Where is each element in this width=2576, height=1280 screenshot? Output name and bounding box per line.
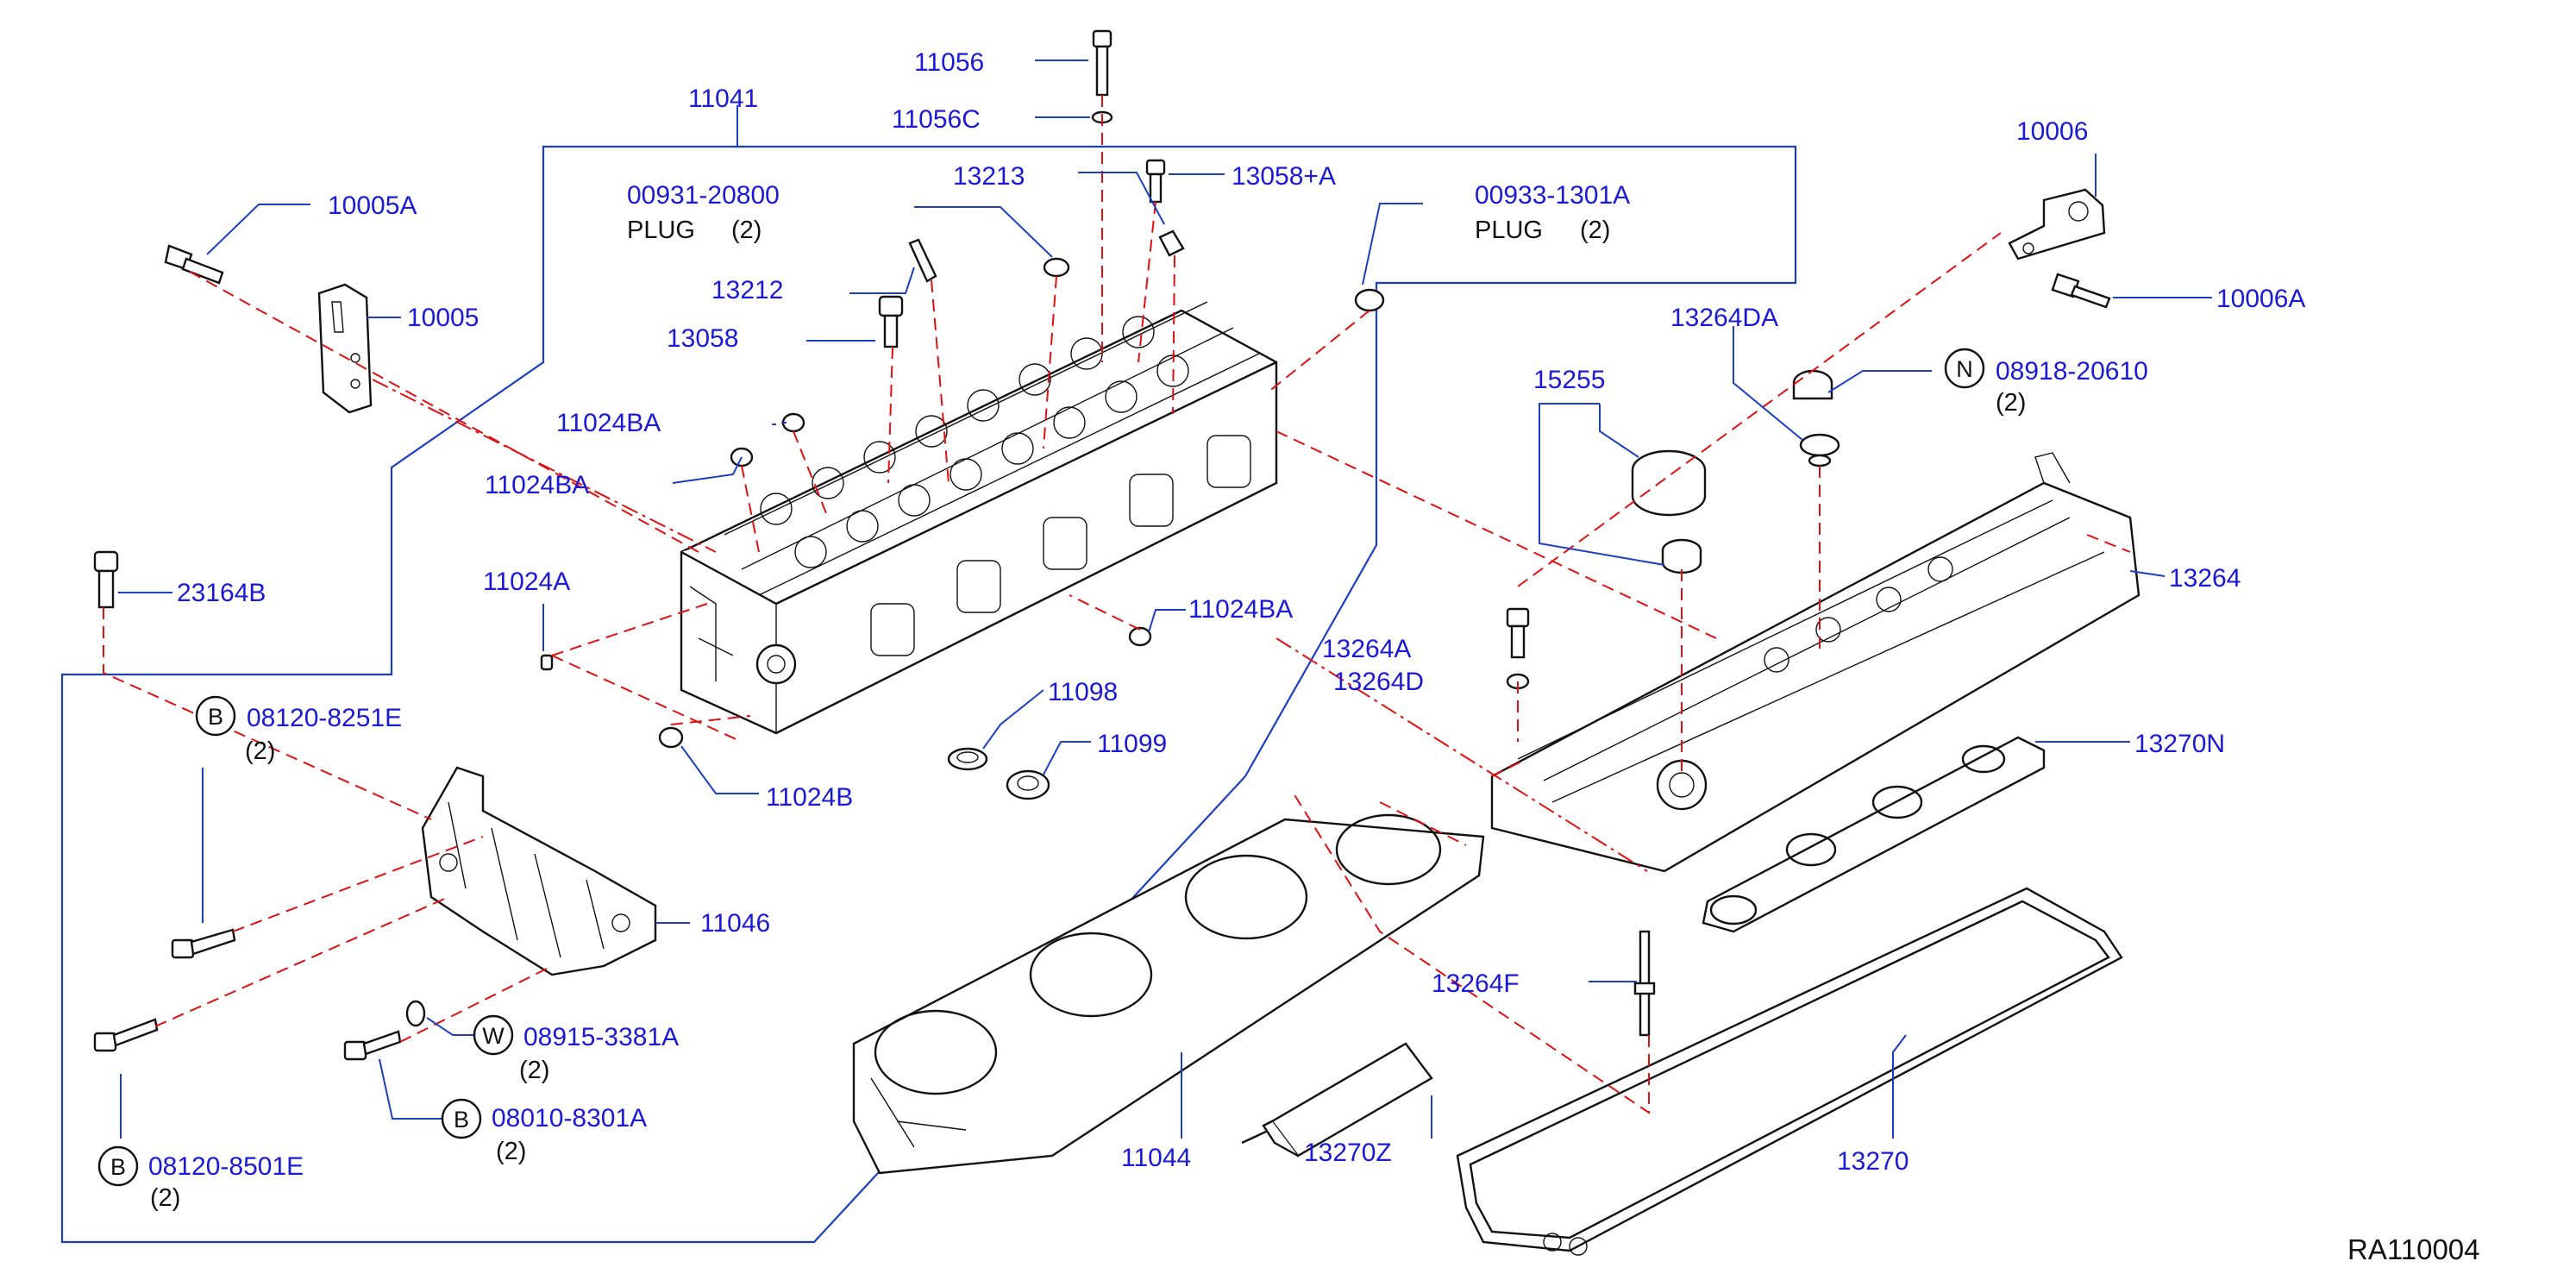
note-plug-00931: PLUG bbox=[627, 216, 695, 244]
bolt-13264A[interactable] bbox=[1506, 607, 1530, 659]
diagram-code: RA110004 bbox=[2347, 1233, 2480, 1265]
label-08120-8501e[interactable]: 08120-8501E bbox=[148, 1152, 304, 1181]
cylinder-head-assembly-frame bbox=[60, 145, 1797, 1244]
seal-11098[interactable] bbox=[947, 747, 988, 771]
assembly-lines bbox=[103, 95, 2131, 1114]
bolt-10006A[interactable] bbox=[2051, 273, 2111, 309]
label-13264f[interactable]: 13264F bbox=[1432, 969, 1520, 998]
label-13264d[interactable]: 13264D bbox=[1333, 668, 1424, 696]
label-08915-3381a[interactable]: 08915-3381A bbox=[523, 1023, 679, 1051]
label-11098[interactable]: 11098 bbox=[1048, 678, 1118, 706]
plug-00931[interactable] bbox=[1043, 257, 1070, 278]
label-13270[interactable]: 13270 bbox=[1837, 1147, 1908, 1176]
symbol-n-08918: N bbox=[1956, 356, 1973, 382]
qty-08918: (2) bbox=[1996, 389, 2026, 417]
grommet-13264DA[interactable] bbox=[1799, 433, 1840, 467]
bolt-13058[interactable] bbox=[878, 295, 904, 348]
label-11044[interactable]: 11044 bbox=[1121, 1144, 1191, 1172]
label-23164b[interactable]: 23164B bbox=[177, 579, 266, 607]
dowel-11024B[interactable] bbox=[658, 726, 684, 749]
dowel-11024BA-c[interactable] bbox=[1128, 626, 1152, 647]
label-08918-20610[interactable]: 08918-20610 bbox=[1996, 357, 2148, 386]
label-10006[interactable]: 10006 bbox=[2016, 117, 2088, 146]
qty-08915: (2) bbox=[519, 1057, 549, 1084]
engine-bracket-10005[interactable] bbox=[317, 283, 373, 414]
label-15255[interactable]: 15255 bbox=[1533, 366, 1605, 394]
note-plug-00933: PLUG bbox=[1475, 216, 1543, 244]
label-13264da[interactable]: 13264DA bbox=[1670, 304, 1778, 332]
cylinder-head[interactable] bbox=[680, 301, 1278, 735]
bolt-08120-8251E[interactable] bbox=[171, 928, 236, 959]
valve-cover-gasket[interactable] bbox=[1456, 887, 2123, 1256]
label-00931-20800[interactable]: 00931-20800 bbox=[627, 181, 780, 210]
part-labels: 11056 11056C 11041 13213 13058+A 00931-2… bbox=[148, 48, 2480, 1265]
symbol-markers: N B W B B bbox=[97, 348, 1985, 1187]
label-13264[interactable]: 13264 bbox=[2169, 564, 2241, 593]
label-11056[interactable]: 11056 bbox=[914, 48, 984, 77]
label-13212[interactable]: 13212 bbox=[711, 276, 783, 304]
label-11046[interactable]: 11046 bbox=[700, 909, 770, 938]
label-11024ba-3[interactable]: 11024BA bbox=[1188, 595, 1293, 624]
plug-00933[interactable] bbox=[1354, 288, 1385, 312]
symbol-b-08120-8251e: B bbox=[208, 704, 223, 730]
bolt-11056[interactable] bbox=[1092, 29, 1113, 97]
label-10005a[interactable]: 10005A bbox=[328, 191, 417, 220]
qty-08010: (2) bbox=[496, 1138, 526, 1165]
cylinder-head-gasket[interactable] bbox=[852, 813, 1485, 1175]
label-13264a[interactable]: 13264A bbox=[1322, 635, 1411, 663]
qty-00931: (2) bbox=[731, 216, 762, 244]
label-13213[interactable]: 13213 bbox=[953, 162, 1025, 191]
bolt-23164B[interactable] bbox=[93, 550, 119, 609]
label-11024b[interactable]: 11024B bbox=[766, 783, 853, 812]
dowel-11024A[interactable] bbox=[540, 654, 554, 671]
qty-08120-8251e: (2) bbox=[245, 737, 275, 765]
stud-13264F[interactable] bbox=[1633, 930, 1656, 1037]
symbol-b-08010: B bbox=[454, 1107, 469, 1133]
label-10006a[interactable]: 10006A bbox=[2216, 285, 2305, 313]
qty-00933: (2) bbox=[1580, 216, 1610, 244]
label-11041[interactable]: 11041 bbox=[688, 85, 758, 113]
washer-08915[interactable] bbox=[405, 1000, 426, 1027]
bolt-10005A[interactable] bbox=[164, 244, 224, 285]
valve-cover[interactable] bbox=[1490, 452, 2140, 873]
bolt-08120-8501E[interactable] bbox=[93, 1018, 159, 1052]
label-13058[interactable]: 13058 bbox=[667, 324, 738, 353]
label-08120-8251e[interactable]: 08120-8251E bbox=[247, 704, 402, 732]
cap-nut-08918[interactable] bbox=[1792, 369, 1833, 400]
bolt-08010-8301A[interactable] bbox=[343, 1030, 402, 1061]
dowel-13212[interactable] bbox=[908, 238, 937, 283]
engine-bracket-10006[interactable] bbox=[2008, 188, 2106, 260]
sealant-tube-13270Z[interactable] bbox=[1241, 1042, 1433, 1158]
seal-11099[interactable] bbox=[1006, 769, 1050, 800]
label-11024a[interactable]: 11024A bbox=[483, 568, 570, 596]
label-11099[interactable]: 11099 bbox=[1097, 730, 1167, 758]
label-11024ba-2[interactable]: 11024BA bbox=[485, 471, 589, 499]
spark-plug-tube-gasket[interactable] bbox=[1702, 736, 2046, 933]
label-11056c[interactable]: 11056C bbox=[892, 105, 981, 134]
label-00933-1301a[interactable]: 00933-1301A bbox=[1475, 181, 1630, 210]
front-cover[interactable] bbox=[421, 766, 657, 976]
label-11024ba-1[interactable]: 11024BA bbox=[556, 409, 661, 437]
symbol-b-08120-8501e: B bbox=[110, 1154, 126, 1180]
qty-08120-8501e: (2) bbox=[150, 1184, 180, 1212]
label-13270n[interactable]: 13270N bbox=[2134, 730, 2225, 758]
label-13058a[interactable]: 13058+A bbox=[1232, 162, 1336, 191]
label-08010-8301a[interactable]: 08010-8301A bbox=[492, 1104, 647, 1133]
symbol-w-08915: W bbox=[482, 1023, 505, 1049]
oil-filler-cap[interactable] bbox=[1631, 449, 1707, 574]
label-10005[interactable]: 10005 bbox=[407, 304, 479, 332]
dowel-13213[interactable] bbox=[1158, 229, 1185, 257]
leader-lines bbox=[118, 60, 2212, 1139]
label-13270z[interactable]: 13270Z bbox=[1304, 1139, 1392, 1167]
